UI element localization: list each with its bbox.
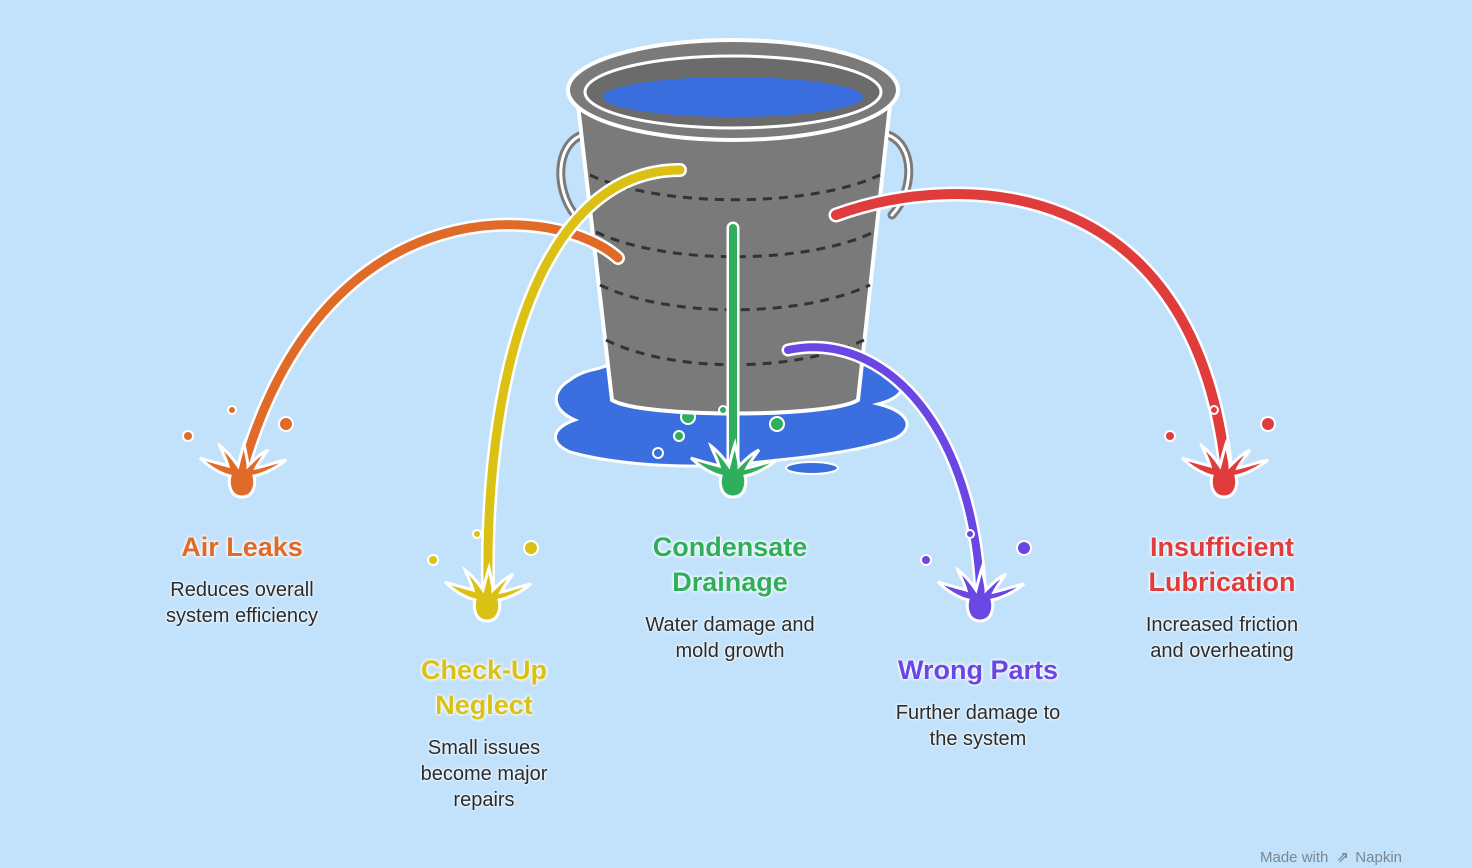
splash-droplet (427, 554, 439, 566)
credit-prefix: Made with (1260, 849, 1329, 866)
item-title: Wrong Parts (897, 655, 1059, 685)
item-condensate-drainage: Condensate Drainage Water damage and mol… (645, 530, 814, 664)
napkin-logo-icon: ⇗ (1336, 849, 1350, 866)
item-description: Reduces overall system efficiency (166, 579, 318, 627)
item-title: Check-Up Neglect (420, 655, 548, 720)
splash-icon (1164, 405, 1276, 499)
splash-droplet (1209, 405, 1219, 415)
splash-droplet (1260, 416, 1276, 432)
leak-streams (238, 163, 1233, 592)
splash-droplet (920, 554, 932, 566)
splash-droplet (182, 430, 194, 442)
item-check-up-neglect: Check-Up Neglect Small issues become maj… (421, 653, 548, 813)
item-air-leaks: Air Leaks Reduces overall system efficie… (166, 530, 318, 629)
credit-brand: Napkin (1355, 849, 1402, 866)
splash-droplet (1164, 430, 1176, 442)
splash-droplet (673, 430, 685, 442)
item-title: Insufficient Lubrication (1148, 532, 1296, 597)
splash-droplet (965, 529, 975, 539)
item-insufficient-lubrication: Insufficient Lubrication Increased frict… (1146, 530, 1298, 664)
bucket-icon (556, 38, 914, 416)
splash-markers (182, 405, 1276, 623)
splash-icon (920, 529, 1032, 623)
splash-droplet (769, 416, 785, 432)
item-description: Further damage to the system (895, 702, 1061, 750)
napkin-credit[interactable]: Made with ⇗ Napkin (1260, 848, 1402, 866)
item-description: Small issues become major repairs (420, 737, 548, 811)
item-wrong-parts: Wrong Parts Further damage to the system (896, 653, 1061, 752)
splash-droplet (523, 540, 539, 556)
splash-droplet (718, 405, 728, 415)
splash-icon (673, 405, 785, 499)
splash-icon (427, 529, 539, 623)
item-description: Water damage and mold growth (645, 614, 815, 662)
splash-droplet (227, 405, 237, 415)
splash-icon (182, 405, 294, 499)
splash-droplet (1016, 540, 1032, 556)
item-title: Condensate Drainage (652, 532, 808, 597)
splash-droplet (278, 416, 294, 432)
splash-droplet (472, 529, 482, 539)
item-description: Increased friction and overheating (1145, 614, 1299, 662)
item-title: Air Leaks (181, 532, 303, 562)
